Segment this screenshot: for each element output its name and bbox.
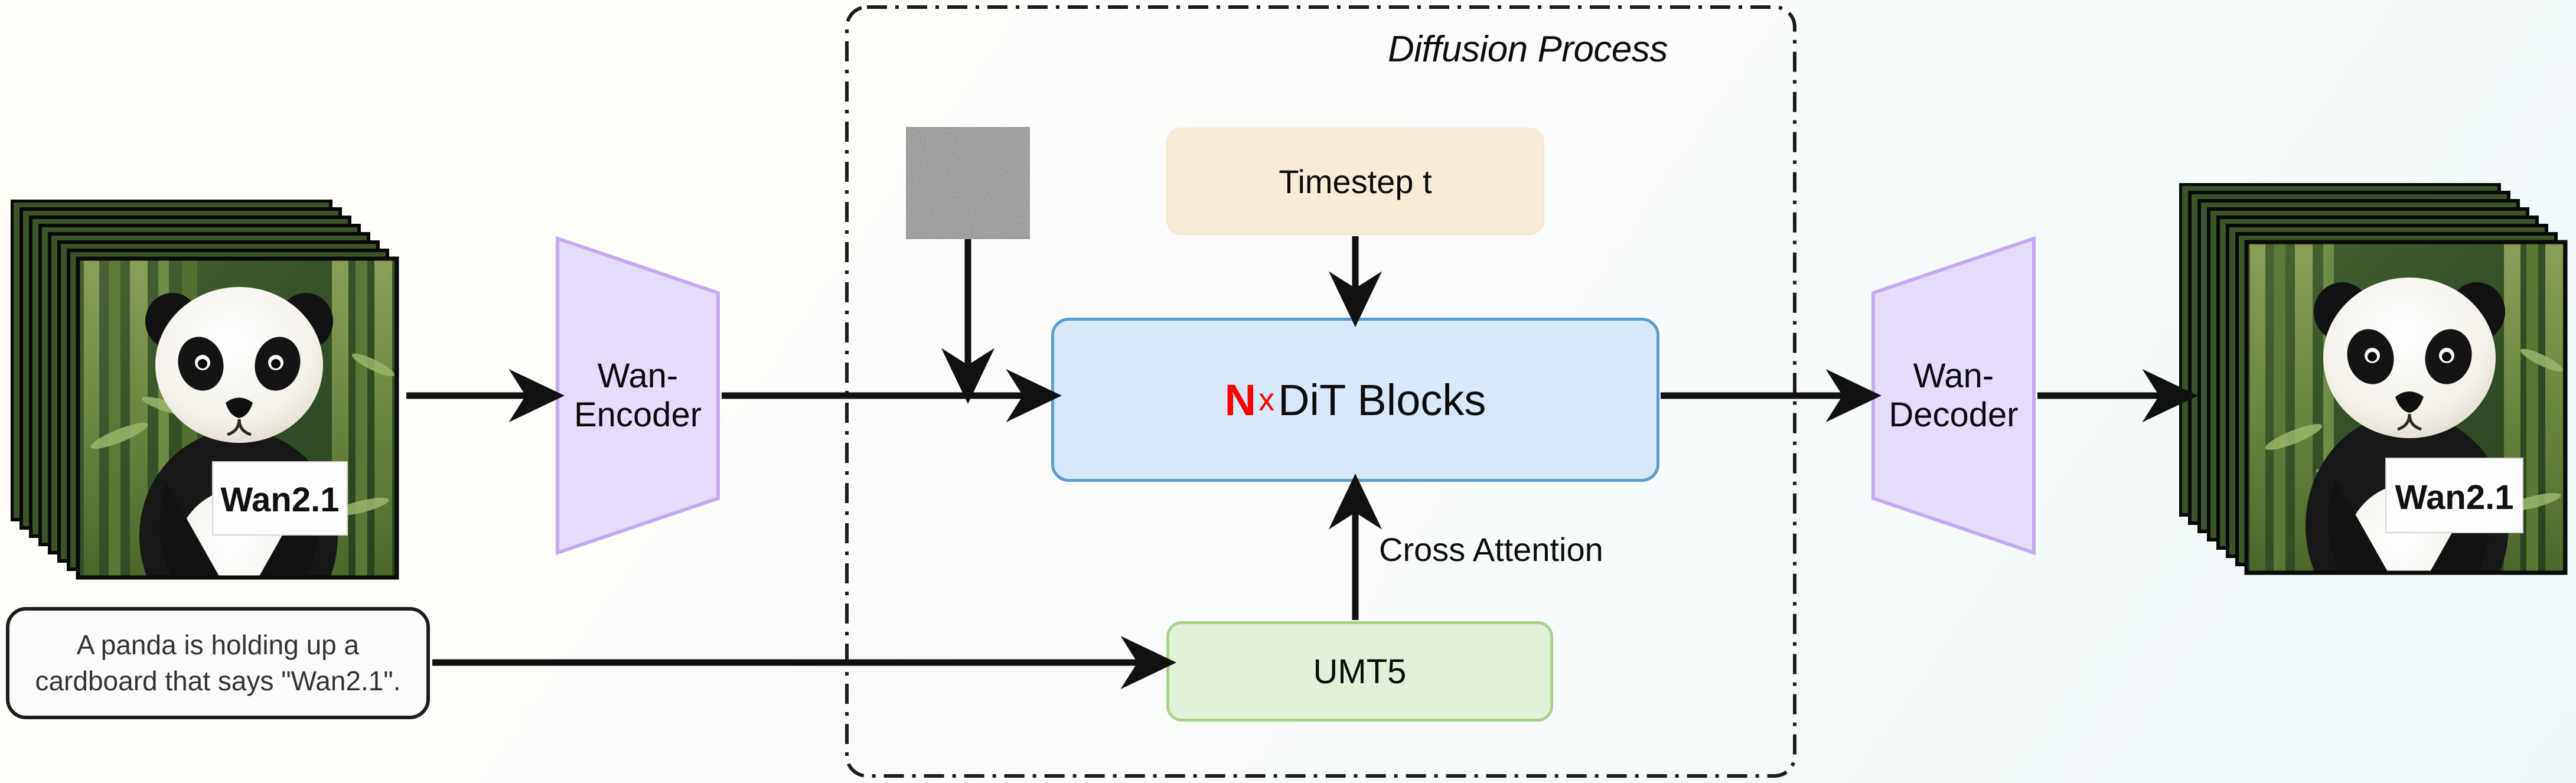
- gaussian-noise-latent: [906, 127, 1030, 239]
- output-video-frames: Wan2.1: [2179, 182, 2569, 575]
- wan-encoder-label-line1: Wan-: [597, 356, 679, 395]
- wan-encoder-shape: [556, 236, 720, 556]
- dit-times-symbol: x: [1258, 382, 1275, 417]
- sign-card-output: Wan2.1: [2385, 458, 2523, 533]
- sign-text-input: Wan2.1: [221, 481, 340, 519]
- prompt-line1: A panda is holding up a: [76, 629, 360, 661]
- wan-decoder-block[interactable]: Wan- Decoder: [1871, 236, 2036, 556]
- dit-blocks-label: DiT Blocks: [1278, 375, 1486, 425]
- sign-text-output: Wan2.1: [2395, 478, 2514, 517]
- umt5-label: UMT5: [1313, 652, 1407, 691]
- wan-encoder-label: Wan- Encoder: [555, 357, 720, 435]
- cross-attention-label: Cross Attention: [1379, 531, 1603, 568]
- input-video-frames: Wan2.1: [10, 199, 400, 589]
- diffusion-process-region: [845, 5, 1796, 778]
- wan-encoder-block[interactable]: Wan- Encoder: [555, 236, 720, 556]
- sign-card-input: Wan2.1: [212, 461, 348, 536]
- output-video-svg: Wan2.1: [2179, 182, 2568, 575]
- frame-front: Wan2.1: [76, 256, 399, 580]
- wan-decoder-label-line1: Wan-: [1913, 356, 1994, 395]
- wan-encoder-label-line2: Encoder: [573, 396, 702, 434]
- diffusion-process-label: Diffusion Process: [1388, 29, 1668, 70]
- text-prompt-box[interactable]: A panda is holding up a cardboard that s…: [6, 607, 430, 719]
- wan-decoder-shape: [1871, 236, 2036, 556]
- dit-blocks-block[interactable]: N x DiT Blocks: [1051, 318, 1659, 482]
- timestep-label: Timestep t: [1279, 162, 1432, 200]
- input-video-svg: Wan2.1: [10, 199, 399, 580]
- timestep-block[interactable]: Timestep t: [1166, 128, 1544, 235]
- frame-front-out: Wan2.1: [2244, 240, 2568, 575]
- wan-decoder-label-line2: Decoder: [1889, 396, 2019, 434]
- wan-decoder-label: Wan- Decoder: [1871, 357, 2036, 435]
- umt5-block[interactable]: UMT5: [1166, 621, 1553, 722]
- dit-n-multiplier: N: [1224, 375, 1257, 425]
- prompt-line2: cardboard that says "Wan2.1".: [35, 665, 401, 696]
- noise-svg: [906, 127, 1030, 239]
